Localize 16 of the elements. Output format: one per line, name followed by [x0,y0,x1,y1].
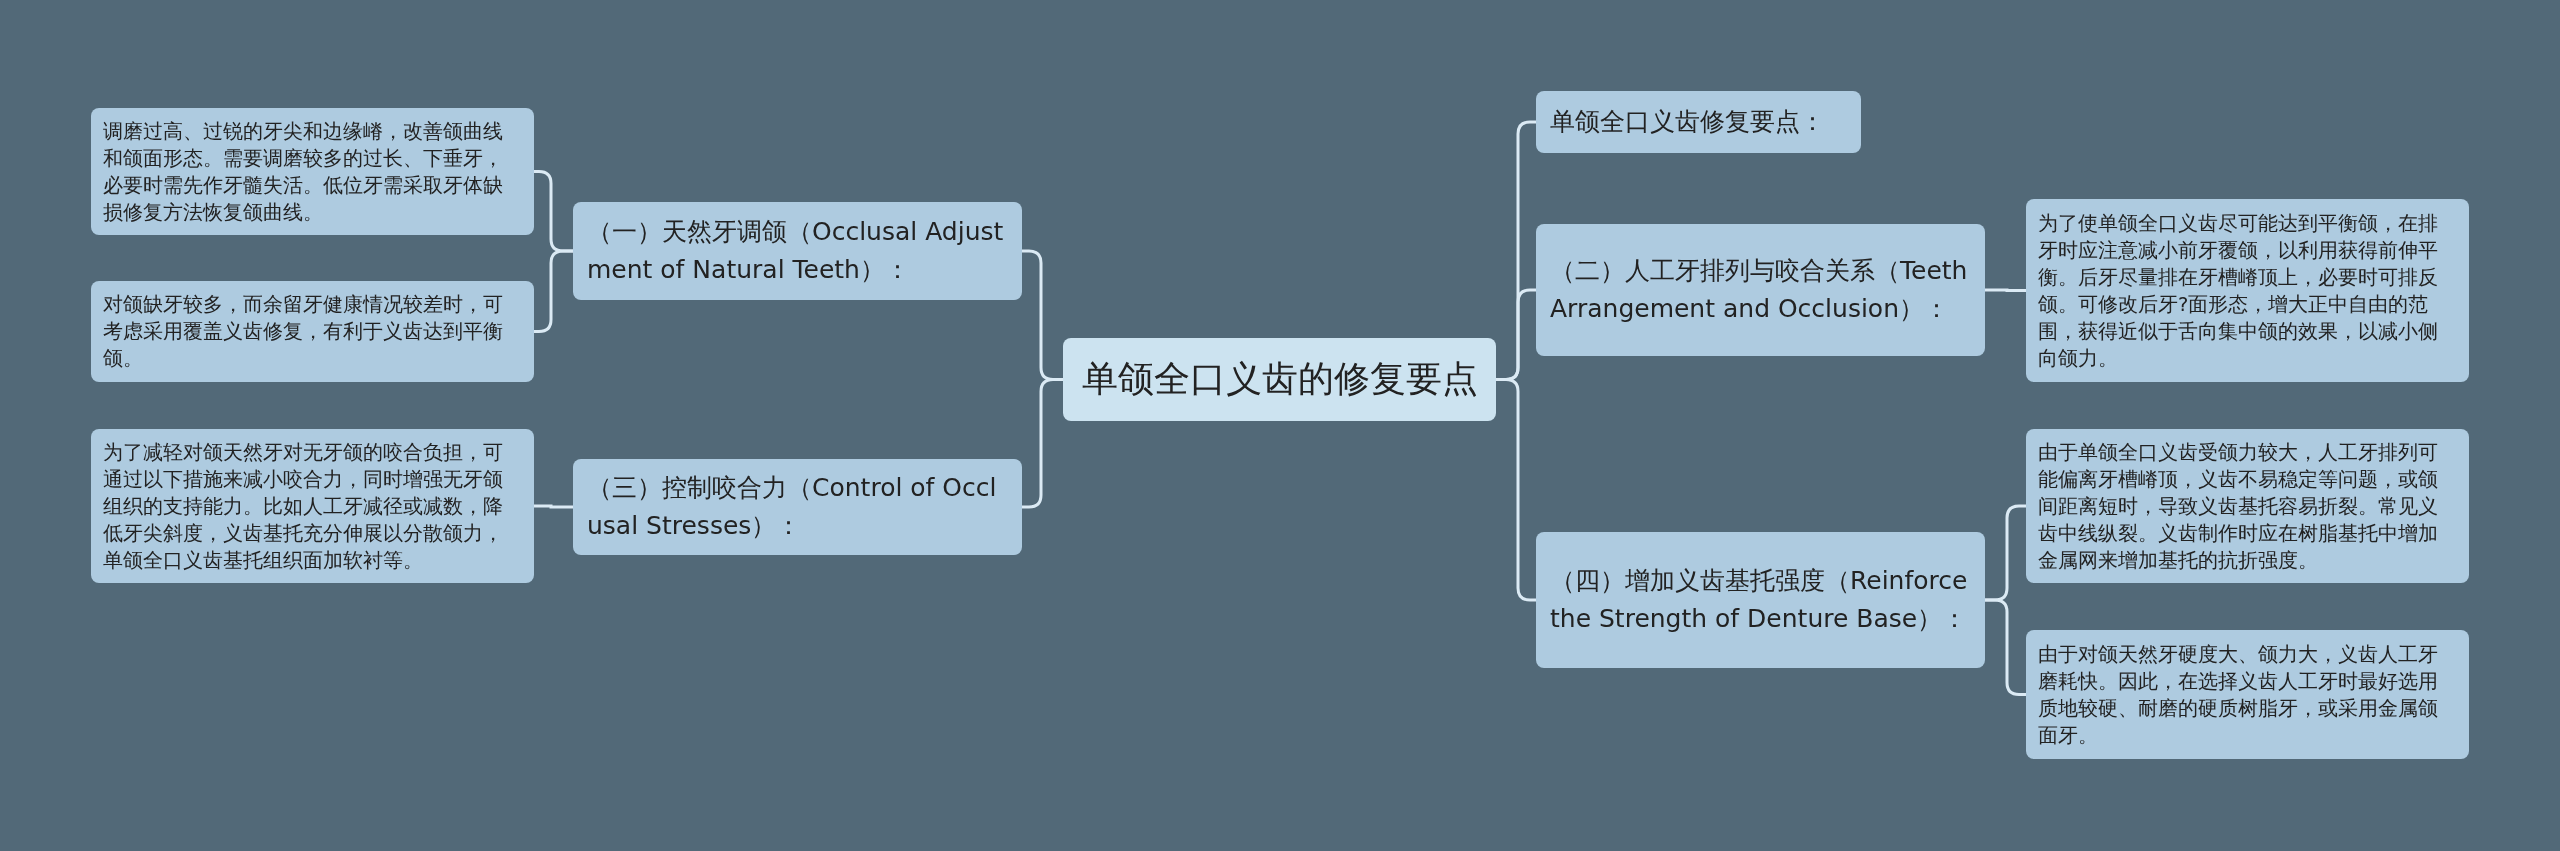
connector-line [1985,598,2026,696]
connector-line [1985,288,2026,292]
topic-box: （一）天然牙调颌（Occlusal Adjustment of Natural Teeth）： [573,202,1022,300]
connector-line [534,504,573,509]
note-box: 为了使单颌全口义齿尽可能达到平衡颌，在排牙时应注意减小前牙覆颌，以利用获得前伸平衡。后牙尽量排在牙槽嵴顶上，必要时可排反颌。可修改后牙?面形态，增大正中自由的范围，获得近似于舌向集中颌的效果，以减小侧向颌力。 [2026,199,2469,382]
connector-line [1022,378,1063,509]
topic-box: （四）增加义齿基托强度（Reinforce the Strength of Denture Base）： [1536,532,1985,668]
note-box: 调磨过高、过锐的牙尖和边缘嵴，改善颌曲线和颌面形态。需要调磨较多的过长、下垂牙，必要时需先作牙髓失活。低位牙需采取牙体缺损修复方法恢复颌曲线。 [91,108,534,235]
note-box: 由于单颌全口义齿受颌力较大，人工牙排列可能偏离牙槽嵴顶，义齿不易稳定等问题，或颌间距离短时，导致义齿基托容易折裂。常见义齿中线纵裂。义齿制作时应在树脂基托中增加金属网来增加基托的抗折强度。 [2026,429,2469,583]
topic-box: （二）人工牙排列与咬合关系（Teeth Arrangement and Occlusion）： [1536,224,1985,356]
central-topic: 单颌全口义齿的修复要点 [1063,338,1496,421]
note-box: 为了减轻对颌天然牙对无牙颌的咬合负担，可通过以下措施来减小咬合力，同时增强无牙颌组织的支持能力。比如人工牙减径或减数，降低牙尖斜度，义齿基托充分伸展以分散颌力，单颌全口义齿基托组织面加软衬等。 [91,429,534,583]
note-box: 对颌缺牙较多，而余留牙健康情况较差时，可考虑采用覆盖义齿修复，有利于义齿达到平衡颌。 [91,281,534,382]
note-box: 由于对颌天然牙硬度大、颌力大，义齿人工牙磨耗快。因此，在选择义齿人工牙时最好选用质地较硬、耐磨的硬质树脂牙，或采用金属颌面牙。 [2026,630,2469,759]
topic-box: 单颌全口义齿修复要点： [1536,91,1861,153]
topic-box: （三）控制咬合力（Control of Occlusal Stresses）： [573,459,1022,555]
